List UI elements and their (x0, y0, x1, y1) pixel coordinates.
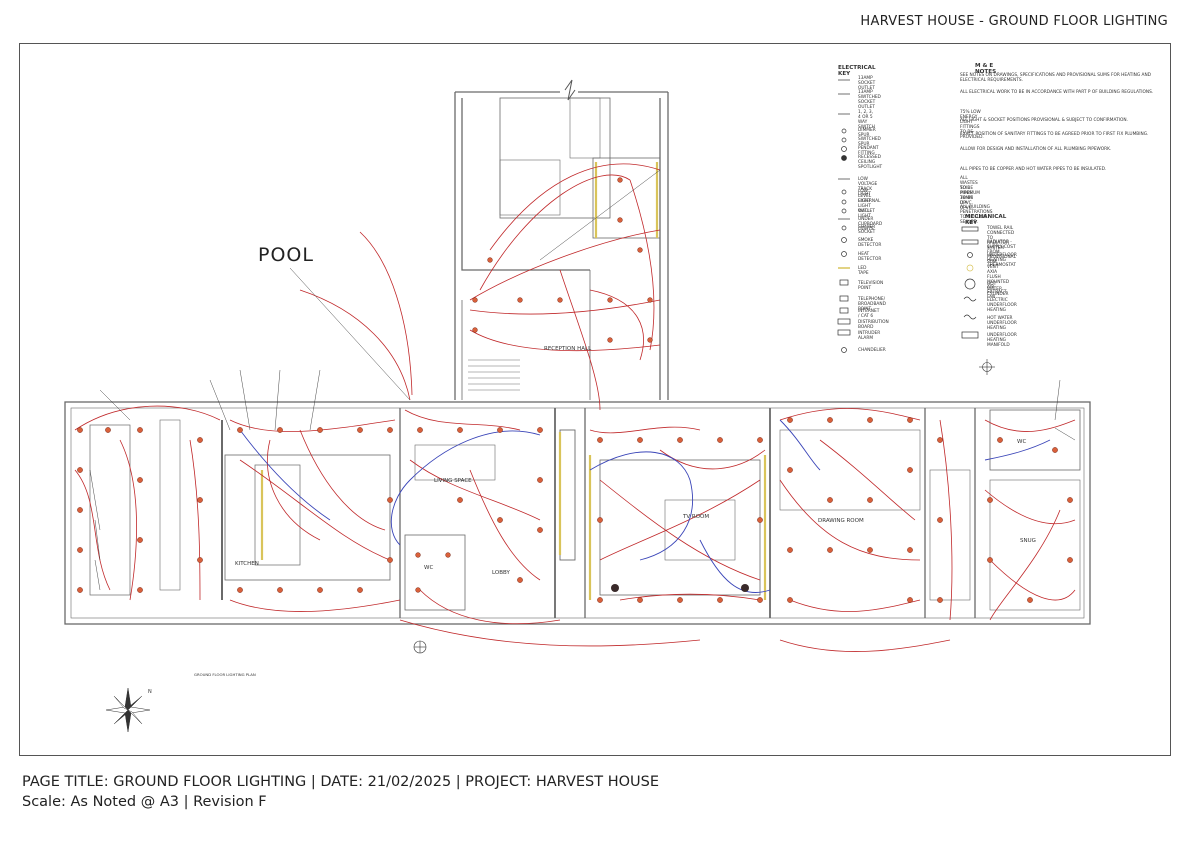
key-item: LOW LEVEL LIGHT (858, 189, 872, 204)
key-item: DISTRIBUTION BOARD (858, 320, 889, 330)
key-symbols (413, 359, 995, 654)
mech-item: HOT WATER CYLINDER (987, 282, 1009, 297)
note-item: ALL WASTES TO BE MINIMUM 38MM DIA UPVC. (960, 176, 981, 211)
sheet-title: HARVEST HOUSE - GROUND FLOOR LIGHTING (860, 14, 1168, 29)
walls (64, 91, 1091, 625)
electrical-key-symbols (837, 79, 851, 353)
key-item: UNDER CUPBOARD LIGHTS (858, 217, 883, 232)
footer-line-1: PAGE TITLE: GROUND FLOOR LIGHTING | DATE… (22, 774, 659, 790)
note-item: ALL PIPES TO BE COPPER AND HOT WATER PIP… (960, 167, 1107, 172)
me-notes-title: M & E NOTES (975, 63, 997, 75)
note-item: 75% LOW ENERGY LIGHT FITTINGS TO BE PROV… (960, 110, 984, 140)
key-item: INTRUDER ALARM (858, 331, 881, 341)
mech-item: HOT WATER UNDERFLOOR HEATING (987, 316, 1017, 331)
light-fittings (77, 177, 1073, 603)
room-label-snug: SNUG (1020, 538, 1036, 544)
room-label-wc-right: WC (1017, 439, 1027, 445)
footer-line-2: Scale: As Noted @ A3 | Revision F (22, 794, 267, 810)
note-item: ALL LIGHT & SOCKET POSITIONS PROVISIONAL… (960, 118, 1128, 123)
key-item: HEAT DETECTOR (858, 252, 882, 262)
key-item: INTERNET / CAT 6 (858, 309, 880, 319)
note-item: SEE NOTES ON DRAWINGS, SPECIFICATIONS AN… (960, 73, 1151, 83)
note-item: EXACT POSITION OF SANITARY FITTINGS TO B… (960, 132, 1149, 137)
note-item: SOIL PIPES TO BE UPVC. (960, 186, 974, 206)
drawing-frame (19, 43, 1171, 756)
key-item: WALL LIGHT (858, 209, 871, 219)
mech-item: UNDERFLOOR HEATING MANIFOLD (987, 333, 1017, 348)
footer: PAGE TITLE: GROUND FLOOR LIGHTING | DATE… (22, 772, 659, 812)
yellow-fixtures (260, 162, 767, 600)
key-item: CHANDELIER (858, 348, 886, 353)
mech-item: UNDERFLOOR HEATING THERMOSTAT (987, 253, 1017, 268)
key-item: EXTERNAL LIGHT OUTLET (858, 199, 881, 214)
room-label-living-space: LIVING SPACE (434, 478, 472, 484)
mechanical-key-symbols (961, 226, 979, 339)
key-item: DIMMER SPUR (858, 128, 876, 138)
key-item: TELEVISION POINT (858, 281, 884, 291)
key-item: RECESSED CEILING SPOTLIGHT (858, 155, 883, 170)
mechanical-key-title: MECHANICAL KEY (965, 214, 1007, 226)
key-item: 13AMP SWITCHED SOCKET OUTLET (858, 90, 881, 110)
blue-circuits (239, 419, 1051, 593)
key-item: SMOKE DETECTOR (858, 238, 882, 248)
note-item: ALLOW FOR DESIGN AND INSTALLATION OF ALL… (960, 147, 1112, 152)
room-label-wc-left: WC (424, 565, 434, 571)
key-item: TELEPHONE/ BROADBAND POINT (858, 297, 886, 312)
key-item: PENDANT FITTING (858, 146, 879, 156)
room-label-lobby: LOBBY (492, 570, 510, 576)
key-item: 13AMP SOCKET OUTLET (858, 76, 876, 91)
note-item: ALL ELECTRICAL WORK TO BE IN ACCORDANCE … (960, 90, 1154, 95)
mech-item: ELECTRIC UNDERFLOOR HEATING (987, 298, 1017, 313)
note-item: ALL BUILDING PENETRATIONS TO BE FULLY SE… (960, 205, 993, 225)
room-label-drawing-room: DRAWING ROOM (818, 518, 864, 524)
key-item: 1, 2, 3, 4 OR 5 WAY SWITCH (858, 110, 875, 130)
north-label: N (148, 689, 152, 695)
break-line (564, 79, 576, 101)
electrical-key-title: ELECTRICAL KEY (838, 65, 876, 77)
key-item: SWITCHED SPUR (858, 137, 881, 147)
key-item: SHAVER SOCKET (858, 225, 876, 235)
red-circuits (74, 163, 1076, 652)
mech-item: VENT AXIA FLUSH MOUNTED AIR EXTRACT FAN (987, 265, 1010, 300)
room-label-tv-room: TV ROOM (683, 514, 710, 520)
key-item: LED TAPE (858, 266, 869, 276)
key-item: LOW VOLTAGE TRACK LIGHT (858, 177, 878, 197)
mech-item: RADIATOR - SUPPLY COST FROM PROVISIONAL … (987, 240, 1017, 265)
plan-caption: GROUND FLOOR LIGHTING PLAN (194, 672, 256, 677)
pendant-clusters (611, 584, 749, 592)
room-label-reception-hall: RECEPTION HALL (544, 346, 592, 352)
north-compass (105, 687, 151, 733)
leader-lines (89, 169, 1076, 591)
mech-item: TOWEL RAIL CONNECTED TO RADIATOR SYSTEM (987, 226, 1015, 251)
room-label-kitchen: KITCHEN (235, 561, 259, 567)
pool-label: POOL (258, 244, 314, 266)
